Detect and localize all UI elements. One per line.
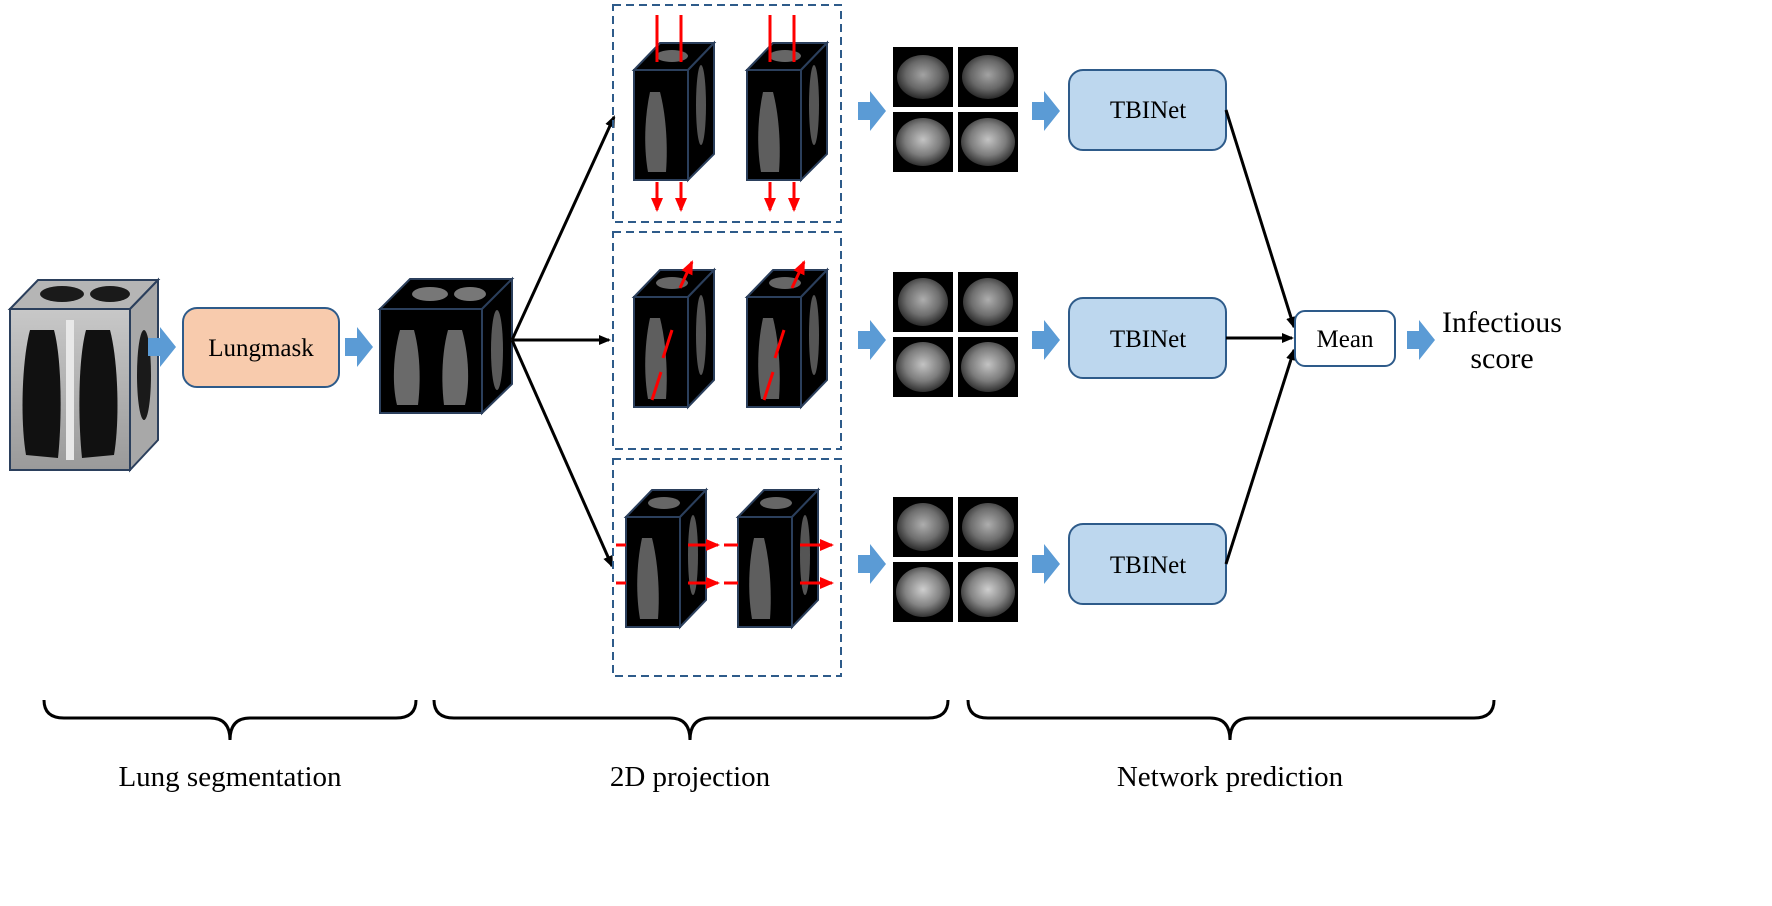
output-label-line2: score xyxy=(1470,342,1533,375)
lateral-projection-cubes xyxy=(616,487,834,630)
tbinet-middle: TBINet xyxy=(1068,297,1227,379)
block-arrow xyxy=(1407,320,1435,360)
projection-ray xyxy=(773,329,786,359)
section-label-lung-segmentation: Lung segmentation xyxy=(118,761,342,793)
ct-volume-cube xyxy=(7,277,161,473)
projection-images-middle xyxy=(893,272,1018,397)
lungmask-box xyxy=(182,307,340,388)
block-arrow xyxy=(858,320,886,360)
projection-ray xyxy=(790,260,806,289)
block-arrow xyxy=(858,91,886,131)
output-label-line1: Infectious xyxy=(1442,306,1562,339)
tbinet-label: TBINet xyxy=(1110,552,1186,579)
branch-arrow-top xyxy=(510,115,616,341)
brace-network-prediction xyxy=(966,699,1496,741)
section-label-2d-projection: 2D projection xyxy=(610,761,771,793)
block-arrow xyxy=(1032,544,1060,584)
projection-frame-top xyxy=(612,4,842,223)
infectious-score-output: Infectious score xyxy=(1442,306,1562,375)
to-mean-arrow-top xyxy=(1224,109,1296,329)
block-arrow xyxy=(1032,320,1060,360)
branch-arrow-bottom xyxy=(510,339,614,568)
lungmask-label: Lungmask xyxy=(208,335,314,362)
segmented-lung-cube xyxy=(377,276,515,416)
projection-ray xyxy=(678,260,694,289)
tbinet-top: TBINet xyxy=(1068,69,1227,151)
tbinet-bottom: TBINet xyxy=(1068,523,1227,605)
projection-images-bottom xyxy=(893,497,1018,622)
projection-ray xyxy=(650,371,663,401)
block-arrow xyxy=(148,327,176,367)
projection-images-top xyxy=(893,47,1018,172)
oblique-projection-cubes xyxy=(631,260,830,410)
section-label-network-prediction: Network prediction xyxy=(1117,761,1344,793)
tbinet-label: TBINet xyxy=(1110,97,1186,124)
block-arrow xyxy=(858,544,886,584)
projection-frame-bottom xyxy=(612,458,842,677)
brace-lung-segmentation xyxy=(42,699,418,741)
to-mean-arrow-bottom xyxy=(1224,348,1296,565)
projection-ray xyxy=(762,371,775,401)
mean-box xyxy=(1294,310,1396,367)
projection-ray xyxy=(661,329,674,359)
mean-label: Mean xyxy=(1317,326,1374,353)
lungmask-step: Lungmask xyxy=(182,307,340,388)
axial-projection-cubes xyxy=(631,15,830,212)
block-arrow xyxy=(1032,91,1060,131)
projection-frame-middle xyxy=(612,231,842,450)
brace-2d-projection xyxy=(432,699,950,741)
tbinet-label: TBINet xyxy=(1110,326,1186,353)
mean-step: Mean xyxy=(1294,310,1396,367)
block-arrow xyxy=(345,327,373,367)
